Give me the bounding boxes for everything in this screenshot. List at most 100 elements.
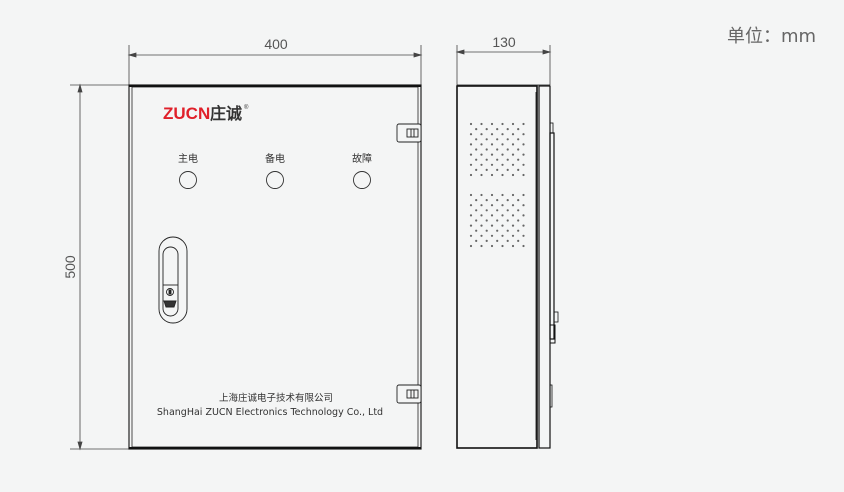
vent-hole bbox=[480, 163, 483, 166]
vent-hole bbox=[469, 234, 473, 237]
indicator-lamp bbox=[179, 171, 197, 189]
vent-hole bbox=[501, 244, 504, 248]
vent-hole bbox=[475, 138, 478, 141]
vent-hole bbox=[496, 199, 499, 202]
zucn-logo: ZUCN 庄诚 ® bbox=[163, 104, 249, 123]
vent-hole bbox=[506, 239, 509, 242]
vent-hole bbox=[480, 193, 483, 197]
vent-hole bbox=[511, 122, 515, 126]
vent-hole bbox=[485, 209, 488, 212]
vent-hole bbox=[506, 219, 509, 222]
vent-hole bbox=[475, 168, 478, 171]
vent-hole bbox=[485, 229, 488, 232]
vent-hole bbox=[469, 214, 473, 217]
vent-hole bbox=[469, 153, 473, 156]
vent-hole bbox=[480, 173, 483, 177]
vent-hole bbox=[501, 204, 504, 207]
svg-text:备电: 备电 bbox=[265, 152, 285, 165]
unit-label: 单位：mm bbox=[727, 26, 816, 47]
door-handle-lock[interactable] bbox=[158, 236, 188, 324]
vent-hole bbox=[496, 128, 499, 131]
vent-hole bbox=[496, 138, 499, 141]
vent-hole bbox=[517, 128, 520, 131]
vent-hole bbox=[511, 173, 515, 177]
hinge-top bbox=[396, 123, 422, 143]
vent-hole bbox=[469, 204, 473, 207]
vent-hole bbox=[522, 143, 525, 146]
vent-hole bbox=[485, 168, 488, 171]
vent-hole bbox=[501, 122, 504, 126]
vent-hole bbox=[522, 122, 525, 126]
vent-hole bbox=[501, 153, 504, 156]
vent-hole bbox=[475, 199, 478, 202]
vent-hole bbox=[501, 193, 504, 197]
vent-hole bbox=[501, 234, 504, 237]
vent-hole bbox=[517, 219, 520, 222]
side-view bbox=[456, 84, 559, 449]
vent-hole bbox=[480, 224, 483, 227]
vent-hole bbox=[475, 239, 478, 242]
vent-hole bbox=[506, 229, 509, 232]
vent-hole bbox=[522, 244, 525, 248]
vent-hole bbox=[496, 229, 499, 232]
vent-hole bbox=[506, 148, 509, 151]
vent-hole bbox=[522, 214, 525, 217]
vent-hole bbox=[517, 199, 520, 202]
vent-hole bbox=[501, 224, 504, 227]
vent-hole bbox=[496, 158, 499, 161]
vent-hole bbox=[469, 163, 473, 166]
vent-hole bbox=[469, 173, 473, 177]
vent-hole bbox=[475, 219, 478, 222]
height-dimension bbox=[70, 83, 129, 451]
vent-hole bbox=[485, 199, 488, 202]
vent-hole bbox=[469, 244, 473, 248]
vent-hole bbox=[522, 234, 525, 237]
vent-hole bbox=[501, 133, 504, 136]
indicator-backup-power: 备电 bbox=[265, 152, 285, 189]
vent-hole bbox=[522, 193, 525, 197]
vent-hole bbox=[496, 209, 499, 212]
vent-hole bbox=[475, 148, 478, 151]
vent-hole bbox=[506, 199, 509, 202]
vent-hole bbox=[490, 224, 494, 227]
vent-hole bbox=[490, 133, 494, 136]
vent-hole bbox=[501, 163, 504, 166]
vent-hole bbox=[501, 143, 504, 146]
vent-hole bbox=[490, 244, 494, 248]
vent-hole bbox=[485, 219, 488, 222]
width-value: 400 bbox=[264, 36, 288, 52]
vent-hole bbox=[517, 229, 520, 232]
vent-hole bbox=[522, 133, 525, 136]
vent-hole bbox=[506, 209, 509, 212]
vent-hole bbox=[511, 133, 515, 136]
vent-hole bbox=[485, 138, 488, 141]
svg-text:故障: 故障 bbox=[352, 152, 372, 165]
vent-hole bbox=[490, 214, 494, 217]
vent-hole bbox=[511, 224, 515, 227]
vent-hole bbox=[490, 173, 494, 177]
vent-hole bbox=[490, 153, 494, 156]
vent-hole bbox=[511, 163, 515, 166]
vent-hole bbox=[522, 173, 525, 177]
vent-hole bbox=[480, 244, 483, 248]
vent-hole bbox=[522, 224, 525, 227]
vent-hole bbox=[517, 239, 520, 242]
vent-hole bbox=[511, 204, 515, 207]
vent-hole bbox=[475, 229, 478, 232]
vent-hole bbox=[517, 138, 520, 141]
depth-value: 130 bbox=[492, 34, 516, 50]
depth-dimension bbox=[455, 45, 552, 85]
vent-hole bbox=[511, 214, 515, 217]
vent-hole bbox=[517, 168, 520, 171]
vent-hole bbox=[511, 234, 515, 237]
vent-hole bbox=[485, 158, 488, 161]
svg-text:庄诚: 庄诚 bbox=[210, 104, 242, 123]
vent-hole bbox=[506, 138, 509, 141]
vent-hole bbox=[517, 158, 520, 161]
vent-hole bbox=[469, 224, 473, 227]
vent-hole bbox=[490, 143, 494, 146]
vent-hole bbox=[490, 193, 494, 197]
svg-text:®: ® bbox=[244, 104, 249, 111]
vent-hole bbox=[475, 209, 478, 212]
